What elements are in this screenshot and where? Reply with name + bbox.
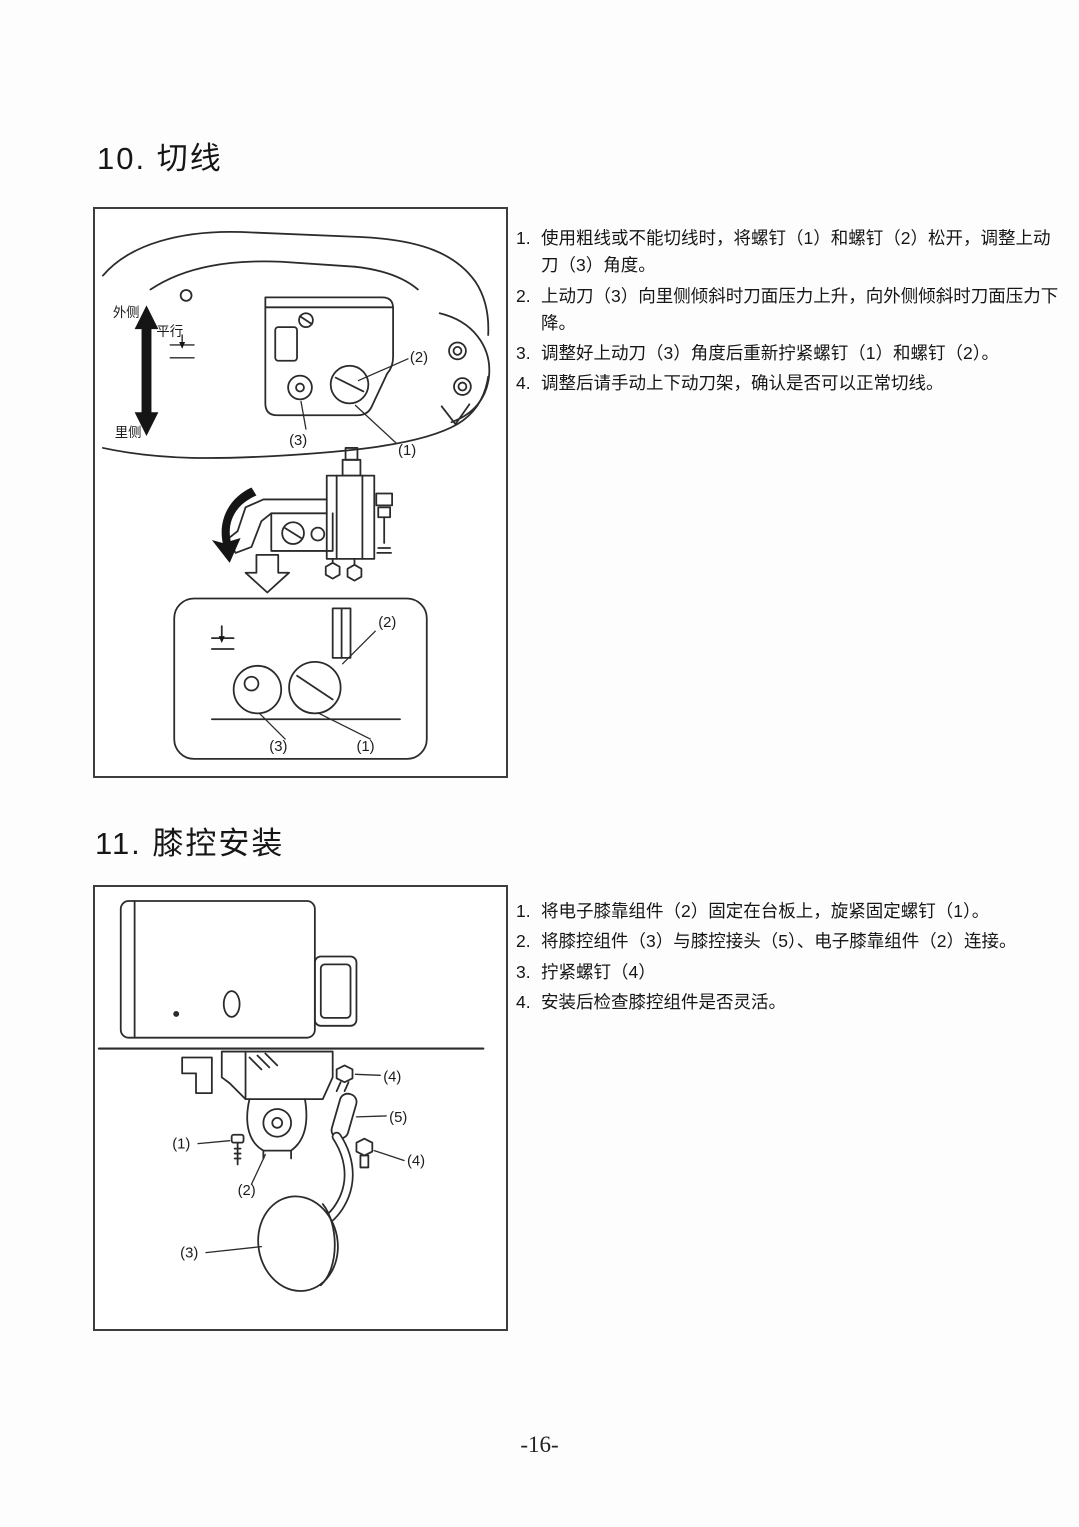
section-10-title: 10. 切线 bbox=[97, 141, 223, 176]
instruction-number: 1. bbox=[516, 228, 531, 248]
knee-lever bbox=[320, 1131, 354, 1226]
instruction-item: 4. 安装后检查膝控组件是否灵活。 bbox=[516, 989, 1068, 1016]
down-arrow bbox=[244, 554, 291, 594]
instruction-item: 2. 将膝控组件（3）与膝控接头（5）、电子膝靠组件（2）连接。 bbox=[516, 928, 1068, 955]
label-inset-3: (3) bbox=[269, 739, 287, 755]
instruction-item: 1. 将电子膝靠组件（2）固定在台板上，旋紧固定螺钉（1）。 bbox=[516, 898, 1068, 925]
label-part-1: (1) bbox=[398, 443, 416, 459]
instruction-text: 拧紧螺钉（4） bbox=[541, 961, 656, 982]
page-number: -16- bbox=[520, 1432, 559, 1457]
parallel-marks bbox=[169, 334, 195, 359]
knee-control-diagram: (4) (5) (1) (4) (2) (3) bbox=[97, 900, 485, 1292]
label-parallel: 平行 bbox=[156, 324, 183, 339]
leader-lines-inset bbox=[258, 630, 376, 740]
label-inner-side: 里侧 bbox=[115, 425, 142, 440]
instruction-text: 将电子膝靠组件（2）固定在台板上，旋紧固定螺钉（1）。 bbox=[541, 901, 990, 921]
knife-mechanism bbox=[264, 296, 394, 417]
screw-4-top bbox=[335, 1064, 354, 1093]
instruction-text: 调整后请手动上下动刀架，确认是否可以正常切线。 bbox=[541, 373, 944, 394]
label-part-1: (1) bbox=[172, 1137, 190, 1153]
rotation-arrow bbox=[211, 487, 257, 563]
instruction-text: 调整好上动刀（3）角度后重新拧紧螺钉（1）和螺钉（2）。 bbox=[541, 343, 999, 364]
instruction-number: 2. bbox=[516, 285, 531, 306]
instruction-item: 1. 使用粗线或不能切线时，将螺钉（1）和螺钉（2）松开，调整上动刀（3）角度。 bbox=[516, 225, 1066, 280]
label-part-2: (2) bbox=[238, 1183, 256, 1199]
label-inset-1: (1) bbox=[356, 739, 374, 755]
figure-11-labels: (4) (5) (1) (4) (2) (3) bbox=[172, 1069, 425, 1261]
label-part-5: (5) bbox=[389, 1110, 407, 1126]
knee-bracket bbox=[181, 1050, 334, 1160]
knife-detail bbox=[226, 447, 393, 582]
label-part-2: (2) bbox=[410, 350, 428, 366]
leader-lines-top bbox=[300, 358, 409, 444]
section-11-instructions: 1. 将电子膝靠组件（2）固定在台板上，旋紧固定螺钉（1）。 2. 将膝控组件（… bbox=[516, 898, 1068, 1019]
instruction-text: 安装后检查膝控组件是否灵活。 bbox=[541, 991, 786, 1012]
label-part-4b: (4) bbox=[407, 1153, 425, 1169]
fix-screw-1 bbox=[230, 1133, 245, 1166]
label-part-3: (3) bbox=[180, 1246, 198, 1262]
instruction-item: 3. 调整好上动刀（3）角度后重新拧紧螺钉（1）和螺钉（2）。 bbox=[516, 340, 1066, 367]
label-part-3: (3) bbox=[289, 433, 307, 449]
end-plate bbox=[438, 312, 491, 426]
label-outer-side: 外侧 bbox=[113, 305, 140, 320]
screw-4-bottom bbox=[355, 1137, 374, 1169]
instruction-number: 3. bbox=[516, 343, 531, 364]
instruction-text: 上动刀（3）向里侧倾斜时刀面压力上升，向外侧倾斜时刀面压力下降。 bbox=[541, 285, 1059, 333]
section-11-figure: (4) (5) (1) (4) (2) (3) bbox=[93, 885, 508, 1331]
instruction-number: 2. bbox=[516, 931, 531, 952]
section-11-title: 11. 膝控安装 bbox=[95, 826, 285, 861]
instruction-number: 3. bbox=[516, 961, 531, 982]
instruction-item: 2. 上动刀（3）向里侧倾斜时刀面压力上升，向外侧倾斜时刀面压力下降。 bbox=[516, 283, 1066, 338]
machine-body bbox=[119, 900, 358, 1039]
instruction-number: 4. bbox=[516, 373, 531, 394]
label-inset-2: (2) bbox=[378, 615, 396, 631]
instruction-number: 1. bbox=[516, 901, 531, 921]
leader-lines bbox=[197, 1073, 405, 1254]
section-10-instructions: 1. 使用粗线或不能切线时，将螺钉（1）和螺钉（2）松开，调整上动刀（3）角度。… bbox=[516, 225, 1066, 401]
instruction-text: 将膝控组件（3）与膝控接头（5）、电子膝靠组件（2）连接。 bbox=[541, 931, 1017, 952]
inset-detail bbox=[173, 597, 428, 760]
instruction-text: 使用粗线或不能切线时，将螺钉（1）和螺钉（2）松开，调整上动刀（3）角度。 bbox=[541, 228, 1051, 276]
instruction-number: 4. bbox=[516, 991, 531, 1012]
instruction-item: 4. 调整后请手动上下动刀架，确认是否可以正常切线。 bbox=[516, 370, 1066, 397]
section-10-figure: 外侧 平行 里侧 (2) (3) (1) (2) (3) (1) bbox=[93, 207, 508, 778]
label-part-4a: (4) bbox=[383, 1069, 401, 1085]
machine-body-outline bbox=[102, 230, 490, 459]
figure-10-labels: 外侧 平行 里侧 (2) (3) (1) (2) (3) (1) bbox=[113, 305, 428, 755]
knee-pad bbox=[257, 1195, 339, 1292]
thread-trim-diagram: 外侧 平行 里侧 (2) (3) (1) (2) (3) (1) bbox=[102, 230, 491, 760]
instruction-item: 3. 拧紧螺钉（4） bbox=[516, 959, 1068, 986]
direction-arrow bbox=[134, 305, 159, 437]
